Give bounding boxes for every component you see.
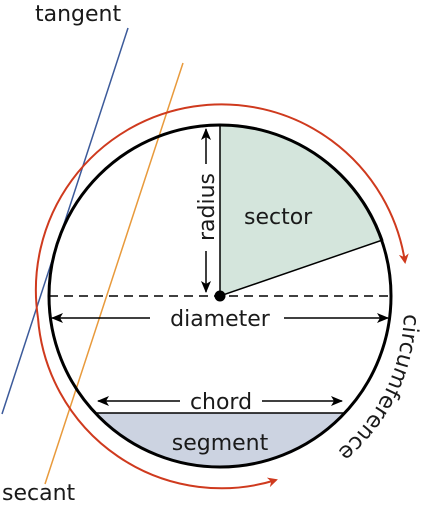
- segment-label: segment: [172, 431, 269, 456]
- radius-label: radius: [195, 173, 220, 241]
- center-point: [214, 290, 226, 302]
- secant-label: secant: [2, 481, 76, 506]
- secant-line: [44, 62, 184, 485]
- chord-label: chord: [190, 390, 252, 415]
- circumference-label-text: circumference: [333, 314, 423, 466]
- circumference-label: circumference: [333, 314, 423, 466]
- diameter-label: diameter: [170, 307, 271, 332]
- tangent-label: tangent: [35, 2, 121, 27]
- sector-label: sector: [244, 205, 313, 230]
- circumference-arc-bottom: [37, 317, 278, 490]
- circumference-arc-top: [34, 103, 409, 319]
